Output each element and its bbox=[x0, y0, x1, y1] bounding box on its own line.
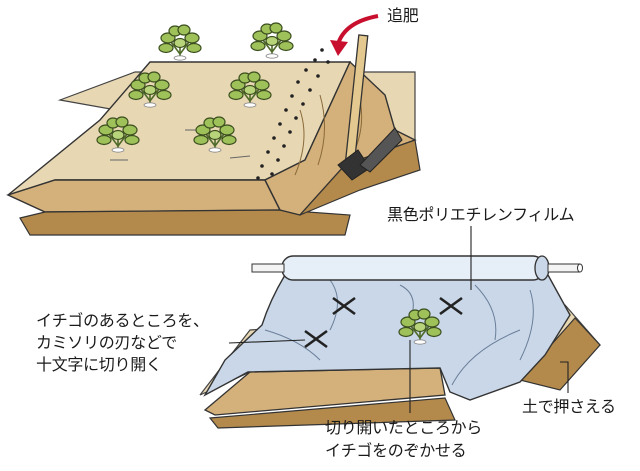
film-label: 黒色ポリエチレンフィルム bbox=[387, 205, 575, 224]
pull-through-line-2: イチゴをのぞかせる bbox=[325, 441, 467, 460]
cross-cut-icon bbox=[304, 296, 463, 349]
film-roll bbox=[281, 255, 545, 281]
fertilizer-label: 追肥 bbox=[387, 6, 419, 25]
hoe-icon bbox=[337, 34, 403, 181]
fertilizer-dots bbox=[256, 48, 330, 180]
cut-instruction-line-1: イチゴのあるところを、 bbox=[36, 311, 209, 330]
cut-instruction-line-2: カミソリの刃などで bbox=[36, 333, 177, 352]
top-ridge-scene bbox=[6, 14, 421, 236]
strawberry-plant-icon bbox=[158, 24, 202, 62]
soil-press-label: 土で押さえる bbox=[522, 397, 616, 416]
strawberry-plant-icon bbox=[250, 22, 294, 60]
pull-through-line-1: 切り開いたところから bbox=[325, 418, 483, 437]
curved-arrow-icon bbox=[336, 14, 379, 45]
ridge-front bbox=[6, 179, 282, 213]
bottom-mulch-scene bbox=[199, 255, 601, 429]
leader-lines bbox=[228, 226, 569, 413]
cut-instruction-line-3: 十文字に切り開く bbox=[36, 355, 162, 374]
